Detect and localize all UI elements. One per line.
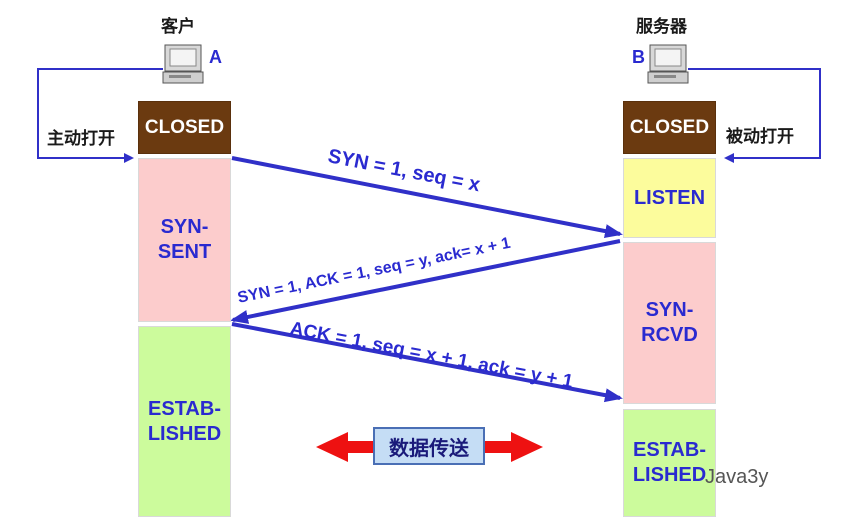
arrow-syn	[231, 156, 623, 238]
client-computer-icon	[162, 44, 204, 84]
arrow-ack	[231, 322, 623, 403]
client-state-closed-label: CLOSED	[144, 116, 225, 138]
server-state-syn-rcvd-label: SYN- RCVD	[641, 299, 698, 346]
server-computer-icon	[647, 44, 689, 84]
server-state-closed: CLOSED	[623, 101, 716, 154]
client-title: 客户	[161, 17, 195, 37]
server-state-listen: LISTEN	[623, 158, 716, 238]
server-state-syn-rcvd: SYN- RCVD	[623, 242, 716, 404]
server-state-established-label: ESTAB- LISHED	[632, 439, 707, 486]
data-transfer-arrow	[316, 432, 543, 462]
data-transfer-label: 数据传送	[373, 427, 485, 465]
server-title: 服务器	[636, 17, 687, 37]
client-open-loop	[37, 68, 163, 163]
watermark-label: Java3y	[705, 466, 769, 488]
arrow-syn-ack	[230, 239, 621, 324]
client-state-established: ESTAB- LISHED	[138, 326, 231, 517]
server-state-established: ESTAB- LISHED	[623, 409, 716, 517]
server-open-loop	[688, 68, 821, 163]
client-letter: A	[209, 47, 222, 67]
server-open-label: 被动打开	[726, 127, 794, 147]
client-state-syn-sent-label: SYN- SENT	[157, 216, 212, 263]
server-letter: B	[632, 47, 645, 67]
server-state-listen-label: LISTEN	[633, 186, 706, 209]
client-state-closed: CLOSED	[138, 101, 231, 154]
client-open-label: 主动打开	[47, 129, 115, 149]
client-state-established-label: ESTAB- LISHED	[147, 397, 222, 445]
server-state-closed-label: CLOSED	[629, 116, 710, 138]
client-state-syn-sent: SYN- SENT	[138, 158, 231, 322]
